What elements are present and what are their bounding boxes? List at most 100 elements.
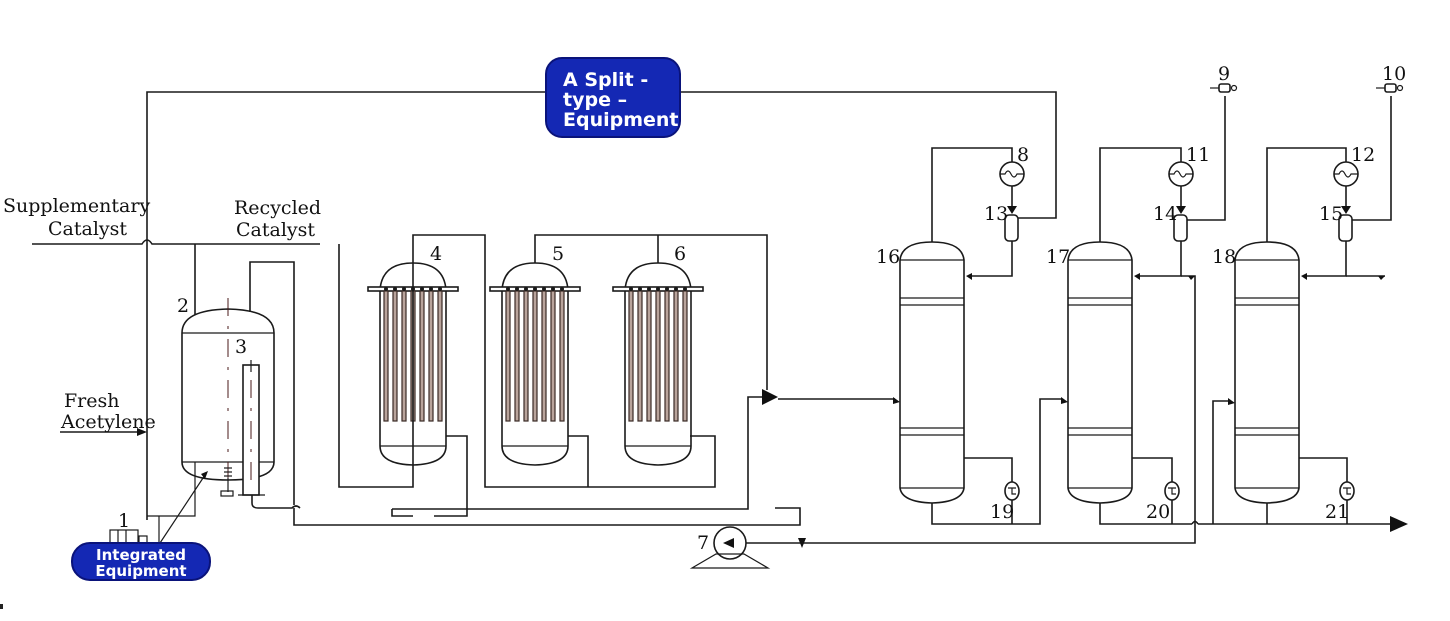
reactor-tube: [541, 290, 547, 422]
receiver-13[interactable]: [966, 214, 1019, 280]
fresh-acetylene-label-1: Fresh: [64, 390, 120, 412]
receiver-15[interactable]: [1301, 96, 1392, 280]
separator-outlet-line: [251, 495, 301, 509]
supplementary-catalyst-label-2: Catalyst: [48, 218, 127, 240]
tube-cap: [638, 287, 642, 291]
reactor-tube: [428, 290, 434, 422]
reactor-tube: [523, 290, 529, 422]
reactor-tube: [532, 290, 538, 422]
reactor-tube: [655, 290, 661, 422]
reboiler-21[interactable]: [1299, 457, 1355, 524]
tube-bundle-6: [628, 287, 688, 422]
separator-tube-3[interactable]: [238, 360, 265, 496]
fresh-acetylene-stream: [60, 428, 147, 436]
condenser-11[interactable]: [1099, 147, 1194, 242]
label-5: 5: [552, 243, 564, 265]
tube-cap: [506, 287, 510, 291]
condenser-8[interactable]: [931, 147, 1025, 242]
split-type-line-1: A Split -: [563, 69, 648, 91]
tube-cap: [551, 287, 555, 291]
vessel-2-overflow-line: [249, 261, 295, 505]
tube-cap: [647, 287, 651, 291]
split-type-line-2: type –: [563, 89, 627, 111]
reactor-tube: [392, 290, 398, 422]
label-21: 21: [1325, 501, 1349, 523]
column-16[interactable]: [899, 241, 965, 504]
agitator-icon: [220, 467, 234, 497]
tube-cap: [429, 287, 433, 291]
tube-cap: [402, 287, 406, 291]
tube-cap: [384, 287, 388, 291]
label-7: 7: [697, 532, 709, 554]
tube-cap: [533, 287, 537, 291]
column-17[interactable]: [1067, 241, 1133, 504]
tube-bundle-5: [505, 287, 565, 422]
label-10: 10: [1382, 63, 1406, 85]
label-14: 14: [1153, 203, 1177, 225]
stray-mark: [0, 604, 3, 609]
fresh-acetylene-label-2: Acetylene: [60, 411, 156, 433]
reactor-tube: [628, 290, 634, 422]
supplementary-catalyst-label-1: Supplementary: [3, 195, 150, 217]
reactor-tube: [673, 290, 679, 422]
tube-cap: [420, 287, 424, 291]
label-15: 15: [1319, 203, 1343, 225]
recycled-catalyst-label-2: Catalyst: [236, 219, 315, 241]
reactor-piping: [293, 234, 900, 526]
reactor-tube: [682, 290, 688, 422]
reactor-tube: [401, 290, 407, 422]
tube-cap: [560, 287, 564, 291]
split-type-equipment-badge[interactable]: A Split - type – Equipment: [545, 57, 681, 138]
tube-cap: [683, 287, 687, 291]
label-16: 16: [876, 246, 900, 268]
recycled-catalyst-label-1: Recycled: [234, 197, 321, 219]
integrated-line-2: Equipment: [95, 562, 186, 580]
tube-cap: [665, 287, 669, 291]
reactor-tube: [383, 290, 389, 422]
integrated-line-1: Integrated: [96, 546, 186, 564]
label-2: 2: [177, 295, 189, 317]
vent-valve-9[interactable]: [1210, 83, 1238, 93]
tube-cap: [674, 287, 678, 291]
label-12: 12: [1351, 144, 1375, 166]
label-13: 13: [984, 203, 1008, 225]
top-recycle-line: [146, 91, 1057, 520]
integrated-equipment-1[interactable]: [109, 462, 196, 551]
label-9: 9: [1218, 63, 1230, 85]
vent-valve-10[interactable]: [1376, 83, 1404, 93]
integrated-equipment-badge[interactable]: Integrated Equipment: [71, 542, 211, 581]
reactor-tube: [637, 290, 643, 422]
label-20: 20: [1146, 501, 1170, 523]
tube-cap: [656, 287, 660, 291]
tube-cap: [515, 287, 519, 291]
reactor-tube: [559, 290, 565, 422]
reactor-6[interactable]: [612, 262, 704, 466]
tube-cap: [393, 287, 397, 291]
reactor-5[interactable]: [489, 262, 581, 466]
reactor-tube: [646, 290, 652, 422]
reactor-tube: [514, 290, 520, 422]
column-18[interactable]: [1234, 241, 1300, 504]
pump-7[interactable]: [689, 526, 771, 569]
tube-cap: [629, 287, 633, 291]
reactor-tube: [664, 290, 670, 422]
receiver-14[interactable]: [1134, 96, 1226, 524]
catalyst-feed-line: [32, 239, 320, 318]
label-17: 17: [1046, 246, 1070, 268]
tube-cap: [524, 287, 528, 291]
label-6: 6: [674, 243, 686, 265]
label-11: 11: [1186, 144, 1210, 166]
reactor-tube: [505, 290, 511, 422]
tube-cap: [542, 287, 546, 291]
reboiler-20[interactable]: [1132, 457, 1180, 524]
reactor-tube: [437, 290, 443, 422]
label-18: 18: [1212, 246, 1236, 268]
label-4: 4: [430, 243, 442, 265]
mixing-vessel-2[interactable]: [181, 298, 275, 497]
reboiler-19[interactable]: [964, 457, 1020, 524]
reactor-tube: [419, 290, 425, 422]
condenser-12[interactable]: [1266, 147, 1359, 242]
bottoms-piping: [931, 397, 1408, 532]
label-8: 8: [1017, 144, 1029, 166]
